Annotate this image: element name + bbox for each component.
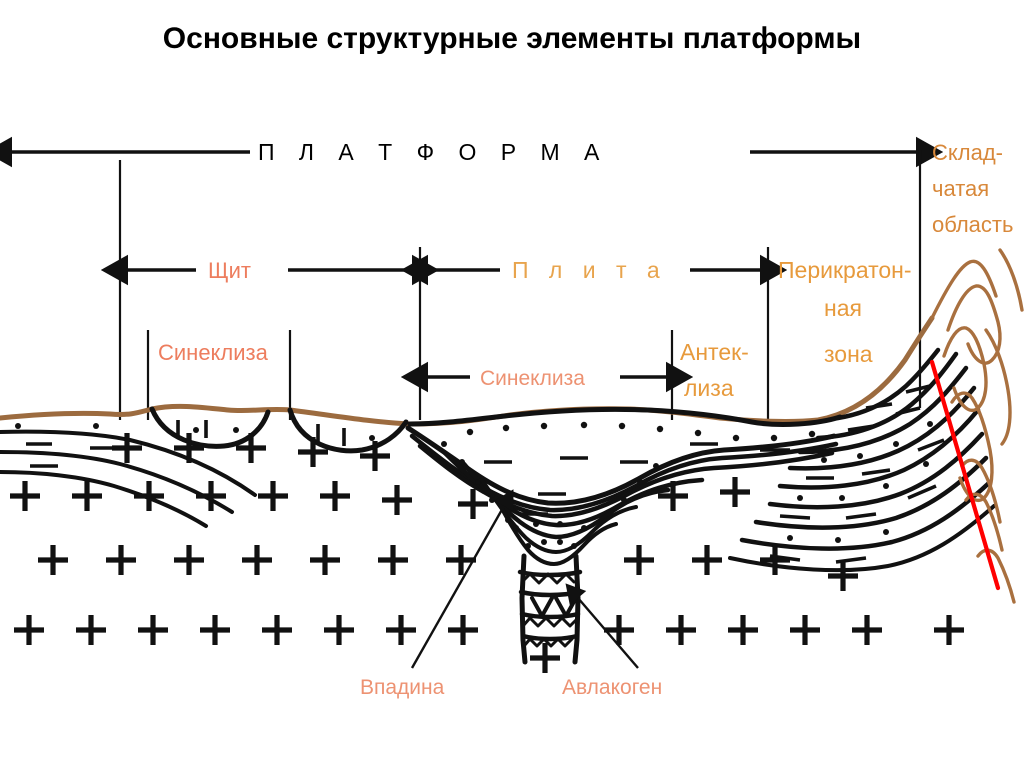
plate-label: П л и т а	[512, 257, 667, 283]
syneclise-left-label: Синеклиза	[158, 340, 269, 365]
folded-region-label-group: Склад- чатая область	[932, 140, 1013, 237]
anteclise-label-line2: лиза	[684, 375, 734, 401]
aulacogen-dot-band	[513, 521, 587, 549]
aulacogen-pointer: Авлакоген	[562, 583, 662, 699]
syneclise-right-label: Синеклиза	[480, 367, 585, 390]
crystalline-basement-crosses	[10, 433, 964, 673]
plate-span-measure: П л и т а	[400, 254, 788, 286]
pericratonic-zone-label-line3: зона	[824, 341, 873, 367]
shield-basin-ticks	[176, 420, 375, 446]
left-wedge-dots	[15, 423, 199, 468]
central-syneclise-texture	[441, 421, 816, 523]
anteclise-label-line1: Антек-	[680, 339, 749, 365]
topography-surface-line	[0, 315, 935, 427]
shield-label: Щит	[208, 258, 251, 283]
folded-region-folds	[930, 248, 1024, 604]
syneclise-left-label-group: Синеклиза	[158, 340, 269, 365]
shield-small-basins	[149, 406, 409, 454]
pericratonic-zone-label-group: Перикратон- ная зона	[778, 257, 912, 367]
central-syneclise-strata	[405, 406, 843, 566]
anteclise-label-group: Антек- лиза	[680, 339, 749, 401]
pericratonic-strata	[728, 347, 996, 573]
fault-line	[929, 359, 1001, 591]
pericratonic-zone-label-line2: ная	[824, 295, 862, 321]
shield-span-measure: Щит	[100, 254, 440, 286]
platform-label: П Л А Т Ф О Р М А	[258, 139, 608, 165]
platform-span-measure: П Л А Т Ф О Р М А	[0, 136, 944, 168]
folded-region-label-line3: область	[932, 212, 1013, 237]
aulacogen-rift	[517, 553, 583, 665]
folded-region-label-line2: чатая	[932, 176, 989, 201]
syneclise-right-span-measure: Синеклиза	[400, 361, 694, 393]
page-title: Основные структурные элементы платформы	[162, 22, 862, 55]
folded-region-label-line1: Склад-	[932, 140, 1003, 165]
depression-label: Впадина	[360, 676, 445, 699]
pericratonic-texture	[769, 384, 945, 564]
depression-pointer: Впадина	[360, 489, 514, 699]
pericratonic-zone-label-line1: Перикратон-	[778, 257, 912, 283]
aulacogen-label: Авлакоген	[562, 676, 662, 699]
